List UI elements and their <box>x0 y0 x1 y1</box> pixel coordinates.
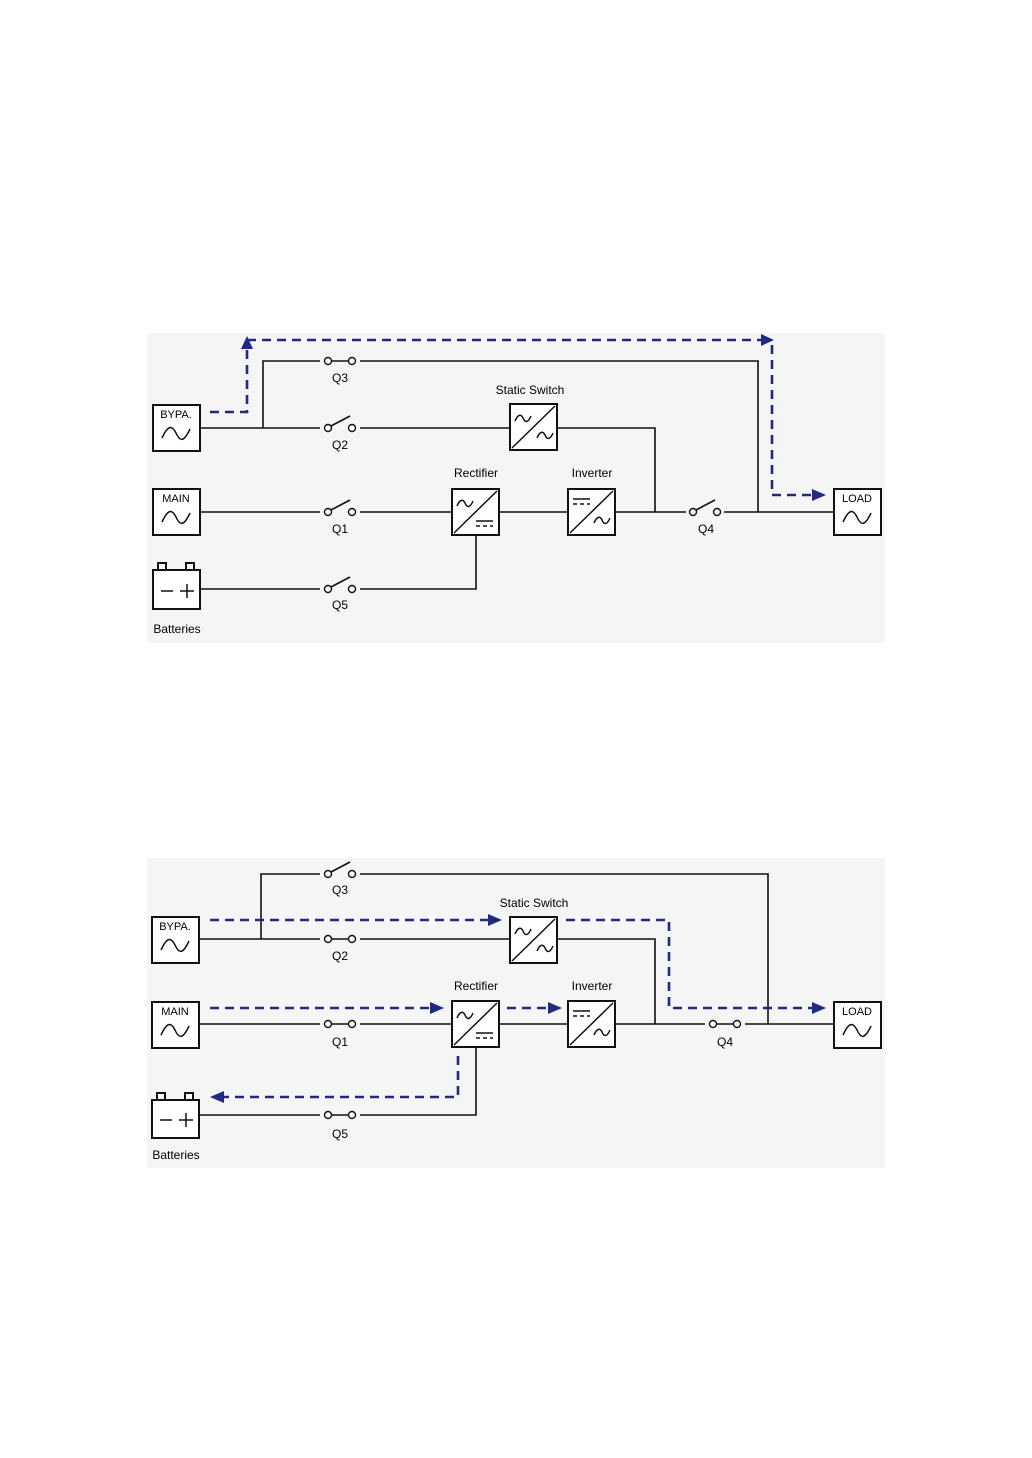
main-label: MAIN <box>161 1006 189 1018</box>
rectifier-label: Rectifier <box>454 466 498 480</box>
bypass-label: BYPA. <box>160 409 192 421</box>
rectifier[interactable] <box>452 489 499 535</box>
inverter[interactable] <box>568 489 615 535</box>
bypass-source: BYPA. <box>152 917 199 963</box>
main-source: MAIN <box>152 1002 199 1048</box>
q4-label: Q4 <box>717 1035 733 1049</box>
ups-diagram-bypass-mode: Q3 Q2 Q1 Q5 Q4 BYPA. MAIN Batteries Stat… <box>0 325 1032 645</box>
q3-label: Q3 <box>332 883 348 897</box>
bypass-source: BYPA. <box>153 405 200 451</box>
inverter[interactable] <box>568 1001 615 1047</box>
batteries-label: Batteries <box>153 622 200 636</box>
load: LOAD <box>834 489 881 535</box>
main-source: MAIN <box>153 489 200 535</box>
q3-label: Q3 <box>332 371 348 385</box>
batteries <box>153 563 200 609</box>
q1-label: Q1 <box>332 1035 348 1049</box>
inverter-label: Inverter <box>572 979 613 993</box>
q5-label: Q5 <box>332 1127 348 1141</box>
static-switch[interactable] <box>510 404 557 450</box>
load-label: LOAD <box>842 493 872 505</box>
q2-label: Q2 <box>332 438 348 452</box>
load: LOAD <box>834 1002 881 1048</box>
rectifier[interactable] <box>452 1001 499 1047</box>
static-switch-label: Static Switch <box>500 896 569 910</box>
q1-label: Q1 <box>332 522 348 536</box>
bypass-label: BYPA. <box>159 921 191 933</box>
batteries <box>152 1093 199 1138</box>
q4-label: Q4 <box>698 522 714 536</box>
static-switch[interactable] <box>510 917 557 963</box>
inverter-label: Inverter <box>572 466 613 480</box>
main-label: MAIN <box>162 493 190 505</box>
static-switch-label: Static Switch <box>496 383 565 397</box>
rectifier-label: Rectifier <box>454 979 498 993</box>
load-label: LOAD <box>842 1006 872 1018</box>
diagram-background <box>147 333 885 643</box>
q5-label: Q5 <box>332 598 348 612</box>
ups-diagram-normal-mode: Q3 Q2 Q1 Q5 Q4 BYPA. MAIN Batteries Stat… <box>0 850 1032 1170</box>
batteries-label: Batteries <box>152 1148 199 1162</box>
q2-label: Q2 <box>332 949 348 963</box>
